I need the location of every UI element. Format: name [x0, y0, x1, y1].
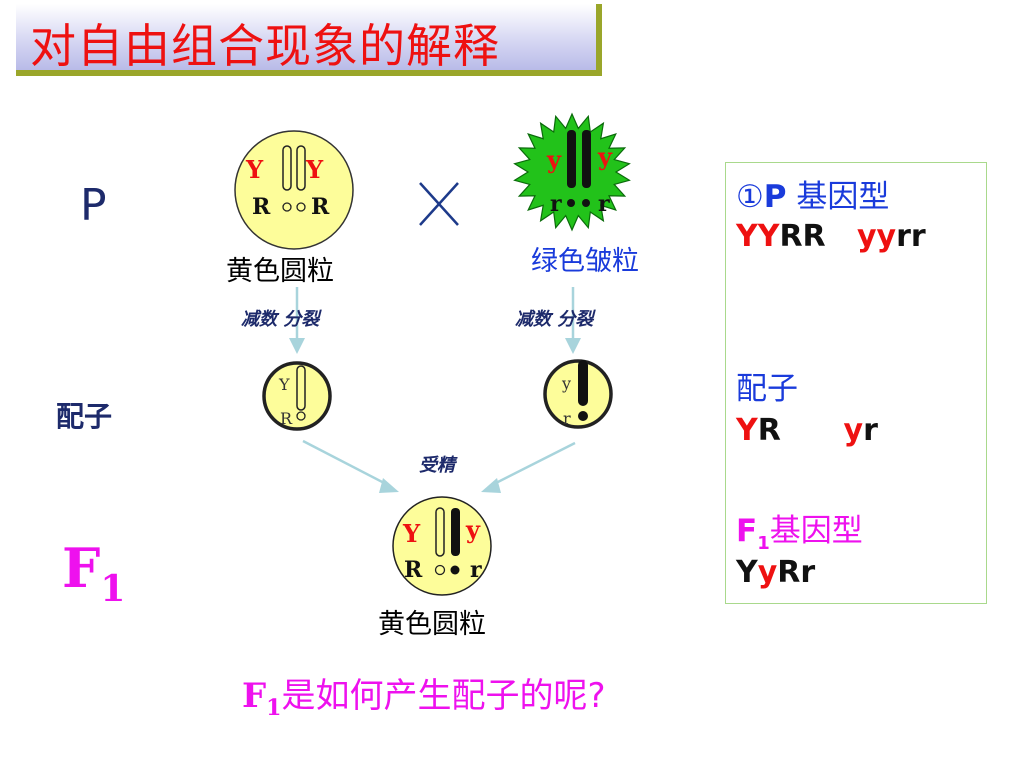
gamete-2a: y [843, 413, 864, 448]
yellow-gamete-cell: Y R [262, 361, 332, 431]
f1-heading-text: 基因型 [769, 513, 863, 549]
parent-genotype-2b: rr [896, 219, 926, 254]
gamete-2b: r [863, 413, 878, 448]
yellow-parent-cell: Y Y R R [234, 130, 354, 250]
meiosis-arrow-left [289, 287, 305, 354]
question-f: F [242, 676, 267, 716]
parent-genotype-heading: ①P 基因型 [736, 171, 889, 216]
gamete-values: YR yr [736, 413, 878, 448]
green-gamete-cell: y r [543, 359, 613, 429]
question-sub: 1 [266, 695, 282, 721]
parent-genotype-1a: YY [736, 219, 780, 254]
circled-number: ① [736, 179, 764, 215]
yellow-gamete-allele-y: Y [278, 375, 290, 394]
parent-genotype-values: YYRR yyrr [736, 219, 926, 254]
yellow-gamete-allele-r: R [280, 409, 293, 428]
green-parent-allele-y2: y [597, 142, 613, 171]
f1-cell-name: 黄色圆粒 [378, 609, 486, 640]
gamete-heading: 配子 [736, 371, 798, 407]
fertilization-arrow-right [481, 441, 576, 493]
f1-heading-sub: 1 [757, 533, 770, 554]
parent-genotype-2a: yy [857, 219, 897, 254]
green-parent-allele-r1: r [550, 191, 562, 217]
meiosis-label-right: 减数 分裂 [515, 309, 594, 330]
yellow-parent-allele-y1: Y [245, 155, 264, 184]
parent-genotype-1b: RR [779, 219, 826, 254]
f1-genotype-a: Y [736, 555, 758, 590]
question-body: 是如何产生配子的呢? [281, 676, 606, 716]
f1-generation-label: F1 [62, 536, 125, 610]
f1-allele-r-upper: R [404, 557, 423, 583]
f1-genotype-c: Rr [777, 555, 816, 590]
gamete-1b: R [757, 413, 781, 448]
fertilization-label: 受精 [419, 455, 455, 476]
f1-label-main: F [62, 536, 101, 600]
f1-allele-y-lower: y [465, 515, 481, 544]
f1-genotype-values: YyRr [736, 555, 815, 590]
f1-genotype-b: y [757, 555, 778, 590]
green-gamete-allele-y: y [561, 374, 571, 393]
yellow-parent-allele-r1: R [252, 194, 271, 220]
fertilization-arrow-left [302, 439, 399, 493]
f1-allele-r-lower: r [470, 557, 482, 583]
f1-allele-y-upper: Y [402, 519, 421, 548]
genotype-info-box: ①P 基因型 YYRR yyrr 配子 YR yr F1基因型 YyRr [725, 162, 987, 604]
heading-p: P [763, 179, 787, 215]
yellow-parent-name: 黄色圆粒 [226, 256, 334, 287]
green-parent-cell: y y r r [513, 112, 631, 232]
f1-label-sub: 1 [100, 568, 126, 610]
meiosis-arrow-right [565, 287, 581, 354]
p-generation-label: P [80, 180, 107, 231]
green-parent-name: 绿色皱粒 [531, 246, 639, 277]
f1-heading-f: F [736, 513, 758, 549]
yellow-parent-allele-r2: R [311, 194, 330, 220]
gamete-1a: Y [736, 413, 758, 448]
green-parent-allele-y1: y [546, 145, 562, 174]
page-title: 对自由组合现象的解释 [30, 19, 500, 73]
gamete-label: 配子 [56, 400, 113, 433]
yellow-parent-allele-y2: Y [305, 155, 324, 184]
f1-cell: Y y R r [392, 496, 492, 596]
title-banner: 对自由组合现象的解释 [16, 4, 602, 76]
heading-genotype-text: 基因型 [796, 179, 890, 215]
green-parent-allele-r2: r [598, 191, 610, 217]
meiosis-label-left: 减数 分裂 [241, 309, 320, 330]
f1-genotype-heading: F1基因型 [736, 505, 863, 554]
green-gamete-allele-r: r [563, 409, 571, 428]
question-text: F1是如何产生配子的呢? [242, 668, 606, 721]
cross-symbol [419, 182, 459, 226]
